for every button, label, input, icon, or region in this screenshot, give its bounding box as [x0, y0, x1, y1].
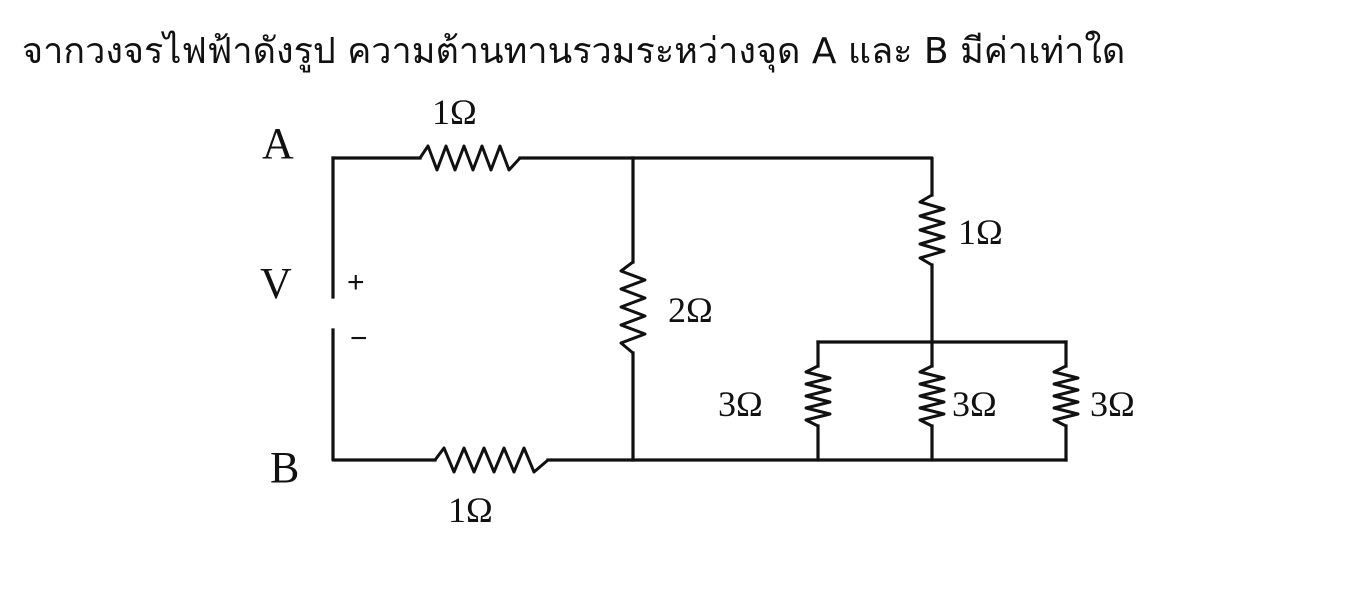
resistor-parallel-middle-label: 3Ω — [952, 384, 997, 424]
node-a-label: A — [262, 119, 294, 168]
resistor-parallel-left-label: 3Ω — [718, 384, 763, 424]
resistor-right-vertical-symbol — [918, 193, 946, 267]
resistor-bottom-label: 1Ω — [448, 490, 493, 530]
resistor-middle-symbol — [619, 260, 647, 355]
question-text: จากวงจรไฟฟ้าดังรูป ความต้านทานรวมระหว่าง… — [22, 31, 1126, 72]
resistor-parallel-left-symbol — [804, 364, 832, 428]
resistor-top-label: 1Ω — [432, 92, 477, 132]
plus-sign: + — [347, 266, 365, 299]
wire-left-lower — [331, 328, 437, 462]
node-b-label: B — [270, 443, 299, 492]
minus-sign: − — [350, 322, 368, 355]
wire-top-right — [518, 156, 934, 197]
resistor-parallel-right-label: 3Ω — [1090, 384, 1135, 424]
resistor-parallel-middle-symbol — [918, 364, 946, 428]
wires — [331, 156, 1068, 462]
resistors — [418, 144, 1080, 474]
resistor-right-vertical-label: 1Ω — [958, 212, 1003, 252]
resistor-parallel-right-symbol — [1052, 364, 1080, 428]
resistor-bottom-symbol — [433, 446, 549, 474]
resistor-top-symbol — [418, 144, 522, 172]
resistor-middle-label: 2Ω — [668, 290, 713, 330]
source-v-label: V — [260, 259, 292, 308]
